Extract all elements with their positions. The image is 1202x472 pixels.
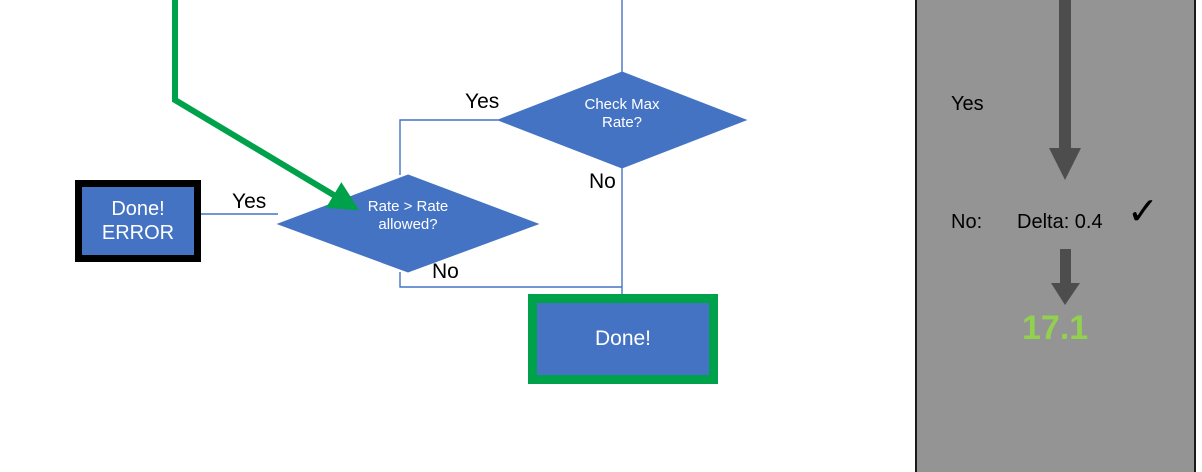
flowchart-area: Done! ERROR Done! Check Max Rate? Rate >… (75, 0, 748, 384)
edge-label-no-from-check-max: No (589, 170, 616, 193)
edge-label-yes-to-rate-check: Yes (465, 90, 500, 113)
node-done-error[interactable]: Done! ERROR (75, 180, 201, 262)
panel-delta-value: Delta: 0.4 (1017, 211, 1103, 233)
panel-yes-label: Yes (951, 93, 984, 115)
node-done-error-label: Done! ERROR (101, 197, 175, 244)
arrow-down-lower (1051, 249, 1080, 305)
connector-rate-no (399, 272, 622, 288)
highlight-path-arrow (172, 0, 360, 211)
check-max-rate-diamond (496, 71, 748, 169)
check-icon: ✓ (1127, 189, 1159, 233)
side-panel: Yes No: Delta: 0.4 ✓ 17.1 (915, 0, 1196, 472)
connector-checkmax-yes (399, 119, 498, 175)
panel-result-value: 17.1 (1022, 309, 1089, 347)
panel-no-label: No: (951, 211, 983, 233)
edge-label-yes-to-error: Yes (232, 190, 267, 213)
rate-greater-than-rate-diamond (276, 174, 540, 273)
arrow-down-upper (1049, 0, 1081, 180)
side-panel-arrows (1049, 0, 1081, 305)
node-done[interactable]: Done! (528, 294, 718, 384)
node-done-label: Done! (594, 327, 652, 351)
flowchart-connectors (172, 0, 748, 294)
edge-label-no-from-rate: No (432, 260, 459, 283)
